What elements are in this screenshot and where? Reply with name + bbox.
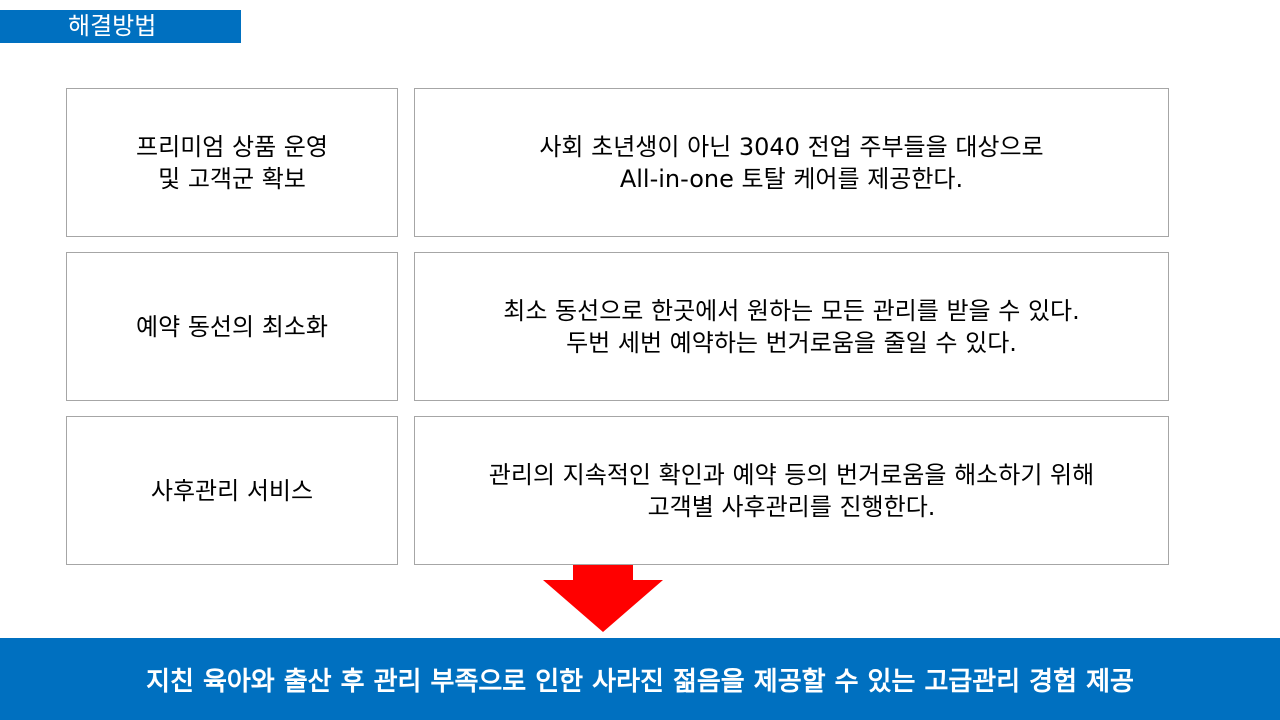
solution-label-aftercare: 사후관리 서비스 xyxy=(66,416,398,565)
solution-description-premium: 사회 초년생이 아닌 3040 전업 주부들을 대상으로 All-in-one … xyxy=(414,88,1169,237)
page-title: 해결방법 xyxy=(0,10,241,43)
down-arrow-icon xyxy=(543,565,663,632)
solution-label-reservation: 예약 동선의 최소화 xyxy=(66,252,398,401)
solution-label-premium: 프리미엄 상품 운영 및 고객군 확보 xyxy=(66,88,398,237)
down-arrow-shape xyxy=(543,565,663,632)
conclusion-text: 지친 육아와 출산 후 관리 부족으로 인한 사라진 젊음을 제공할 수 있는 … xyxy=(146,666,1134,697)
conclusion-banner: 지친 육아와 출산 후 관리 부족으로 인한 사라진 젊음을 제공할 수 있는 … xyxy=(0,638,1280,720)
solution-description-aftercare: 관리의 지속적인 확인과 예약 등의 번거로움을 해소하기 위해 고객별 사후관… xyxy=(414,416,1169,565)
page-title-text: 해결방법 xyxy=(68,12,157,40)
solution-description-reservation: 최소 동선으로 한곳에서 원하는 모든 관리를 받을 수 있다. 두번 세번 예… xyxy=(414,252,1169,401)
